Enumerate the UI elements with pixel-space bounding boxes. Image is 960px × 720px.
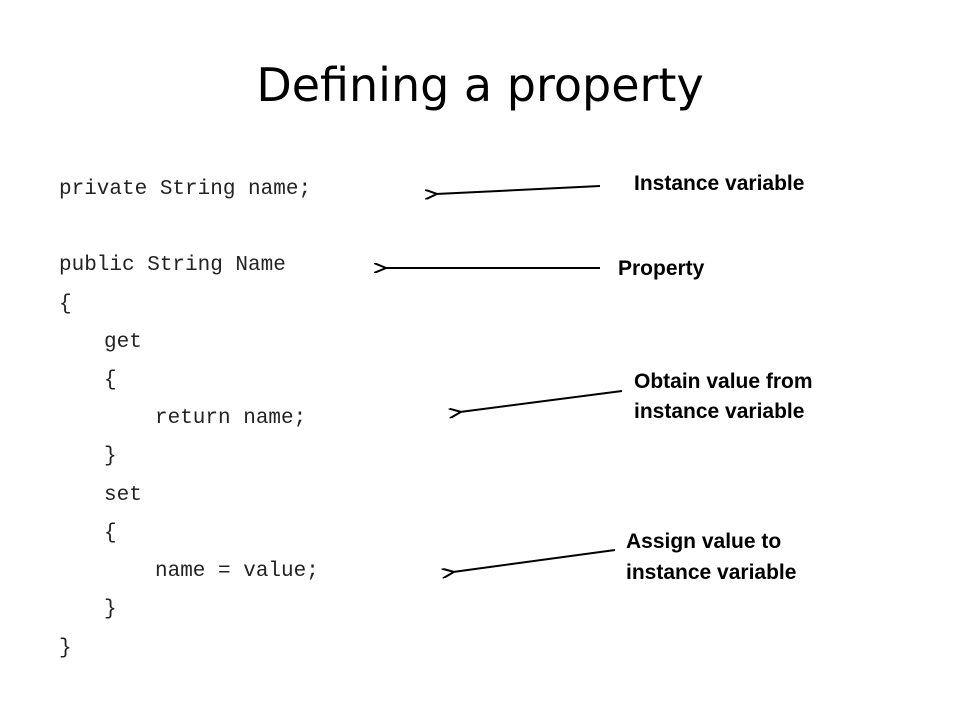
code-line-open-brace: { xyxy=(59,293,72,316)
code-line-set-open: { xyxy=(104,522,117,545)
code-line-set-close: } xyxy=(104,598,117,621)
annotation-assign-line2: instance variable xyxy=(626,561,797,584)
code-line-close-brace: } xyxy=(59,637,72,660)
arrow-obtain-value xyxy=(460,390,623,412)
code-line-set: set xyxy=(104,484,142,507)
slide-title: Defining a property xyxy=(256,58,704,112)
code-line-return: return name; xyxy=(155,407,307,430)
code-line-property-signature: public String Name xyxy=(59,254,286,277)
code-line-field: private String name; xyxy=(59,178,312,201)
code-line-get: get xyxy=(104,331,142,354)
arrow-instance-variable xyxy=(436,185,601,194)
code-line-get-open: { xyxy=(104,369,117,392)
code-line-assign: name = value; xyxy=(155,560,319,583)
annotation-property: Property xyxy=(618,257,705,280)
annotation-obtain-line1: Obtain value from xyxy=(634,370,813,393)
code-line-get-close: } xyxy=(104,445,117,468)
annotation-instance-variable: Instance variable xyxy=(634,172,805,195)
arrow-assign-value xyxy=(453,549,616,572)
annotation-assign-line1: Assign value to xyxy=(626,530,782,553)
annotation-obtain-line2: instance variable xyxy=(634,400,805,423)
